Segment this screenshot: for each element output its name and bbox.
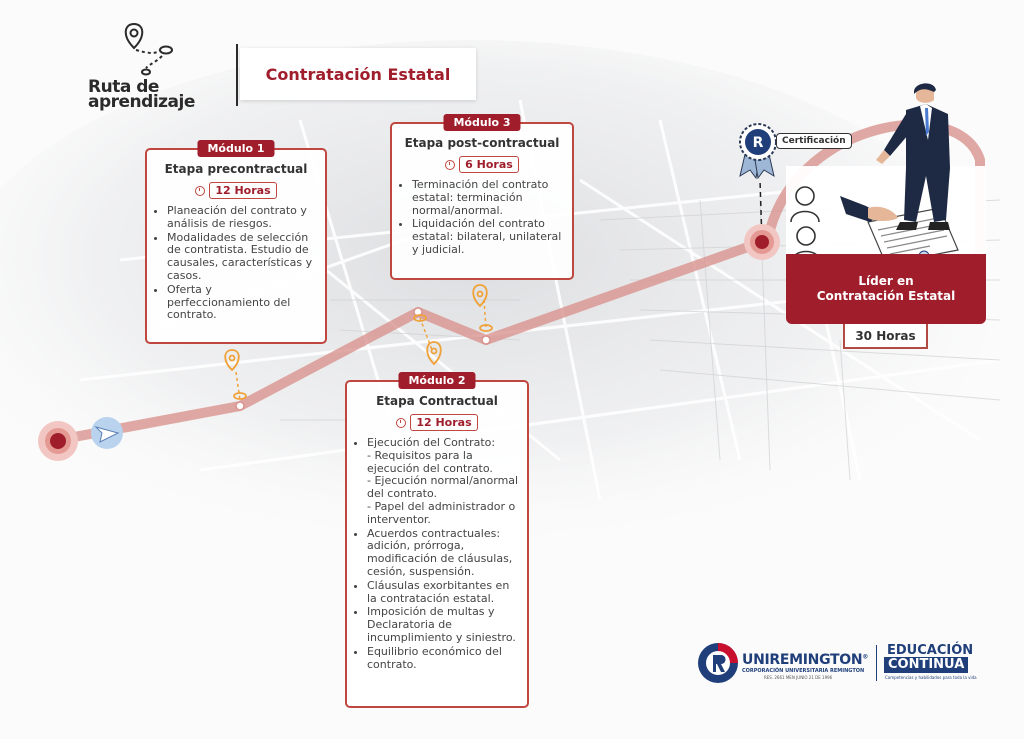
list-item: Equilibrio económico del contrato. xyxy=(367,645,519,672)
location-pin-icon xyxy=(472,284,493,332)
sub-item: - Papel del administrador o interventor. xyxy=(367,499,516,526)
list-item: Liquidación del contrato estatal: bilate… xyxy=(412,217,564,256)
sub-item: - Ejecución normal/anormal del contrato. xyxy=(367,474,519,501)
uniremington-name-text: UNIREMINGTON xyxy=(742,652,863,668)
module-2-hours: 12 Horas xyxy=(347,414,527,431)
list-item: Modalidades de selección de contratista.… xyxy=(167,231,317,283)
module-1-hours-value: 12 Horas xyxy=(209,182,277,199)
page-title-box: Contratación Estatal xyxy=(240,48,476,100)
page-title: Contratación Estatal xyxy=(265,64,451,84)
hand-signing-icon xyxy=(840,196,898,222)
logo-line2: aprendizaje xyxy=(88,92,195,112)
module-2-tag: Módulo 2 xyxy=(398,372,476,389)
navigation-arrow-icon xyxy=(91,417,123,449)
uniremington-logo-icon xyxy=(698,643,738,683)
total-hours: 30 Horas xyxy=(843,324,928,349)
list-item: Imposición de multas y Declaratoria de i… xyxy=(367,605,519,644)
educacion-tagline: Competencias y habilidades para toda la … xyxy=(885,675,977,680)
list-item: Cláusulas exorbitantes en la contratació… xyxy=(367,579,519,606)
module-3-card: Módulo 3 Etapa post-contractual 6 Horas … xyxy=(390,114,574,280)
leader-title-box: Líder en Contratación Estatal xyxy=(786,254,986,324)
leader-title: Líder en Contratación Estatal xyxy=(816,274,956,303)
waypoint-dot xyxy=(235,401,245,411)
list-item: Planeación del contrato y análisis de ri… xyxy=(167,204,317,231)
module-3-topics: Terminación del contrato estatal: termin… xyxy=(392,178,572,257)
list-item: Ejecución del Contrato: - Requisitos par… xyxy=(367,436,519,527)
list-item: Acuerdos contractuales: adición, prórrog… xyxy=(367,527,519,579)
module-1-stage: Etapa precontractual xyxy=(164,162,308,176)
registered-mark: ® xyxy=(862,653,869,661)
certification-label: Certificación xyxy=(776,133,852,149)
list-item: Terminación del contrato estatal: termin… xyxy=(412,178,564,217)
module-1-tag: Módulo 1 xyxy=(197,140,275,157)
sub-item: - Requisitos para la ejecución del contr… xyxy=(367,448,493,475)
clock-icon xyxy=(396,417,407,428)
header-divider xyxy=(236,44,238,106)
location-pin-icon xyxy=(224,349,240,372)
uniremington-subtitle: CORPORACIÓN UNIVERSITARIA REMINGTON xyxy=(742,668,865,674)
uniremington-name: UNIREMINGTON® xyxy=(742,652,868,668)
continua-text: CONTINUA xyxy=(884,657,969,673)
module-2-hours-value: 12 Horas xyxy=(410,414,478,431)
module-2-card: Módulo 2 Etapa Contractual 12 Horas Ejec… xyxy=(345,372,529,708)
businessman-icon xyxy=(876,83,950,230)
waypoint-dot xyxy=(481,335,491,345)
route-logo-icon xyxy=(124,22,173,76)
clock-icon xyxy=(195,185,206,196)
module-1-topics: Planeación del contrato y análisis de ri… xyxy=(147,204,325,322)
module-3-hours-value: 6 Horas xyxy=(459,156,519,173)
clock-icon xyxy=(445,159,456,170)
location-pin-icon xyxy=(413,314,442,366)
footer-divider xyxy=(876,645,877,681)
module-2-stage: Etapa Contractual xyxy=(376,394,498,408)
location-pin-icon xyxy=(233,392,247,400)
svg-text:R: R xyxy=(753,135,764,151)
module-3-hours: 6 Horas xyxy=(392,156,572,173)
start-point-icon xyxy=(38,421,78,461)
uniremington-resolution: RES. 2661 MEN JUNIO 21 DE 1996 xyxy=(764,675,833,680)
route-logo-text: Ruta de aprendizaje xyxy=(88,77,228,112)
educacion-text: EDUCACIÓN xyxy=(887,643,974,658)
logo-line1: Ruta de xyxy=(88,77,159,97)
module-3-tag: Módulo 3 xyxy=(443,114,521,131)
module-2-topics: Ejecución del Contrato: - Requisitos par… xyxy=(347,436,527,672)
certification-badge-icon: R xyxy=(739,123,777,180)
module-1-hours: 12 Horas xyxy=(147,182,325,199)
list-item: Oferta y perfeccionamiento del contrato. xyxy=(167,283,317,322)
end-point-icon xyxy=(744,224,780,260)
team-people-icon xyxy=(790,186,821,263)
module-3-stage: Etapa post-contractual xyxy=(404,136,560,150)
list-item-text: Ejecución del Contrato: xyxy=(367,436,496,449)
module-1-card: Módulo 1 Etapa precontractual 12 Horas P… xyxy=(145,140,327,344)
